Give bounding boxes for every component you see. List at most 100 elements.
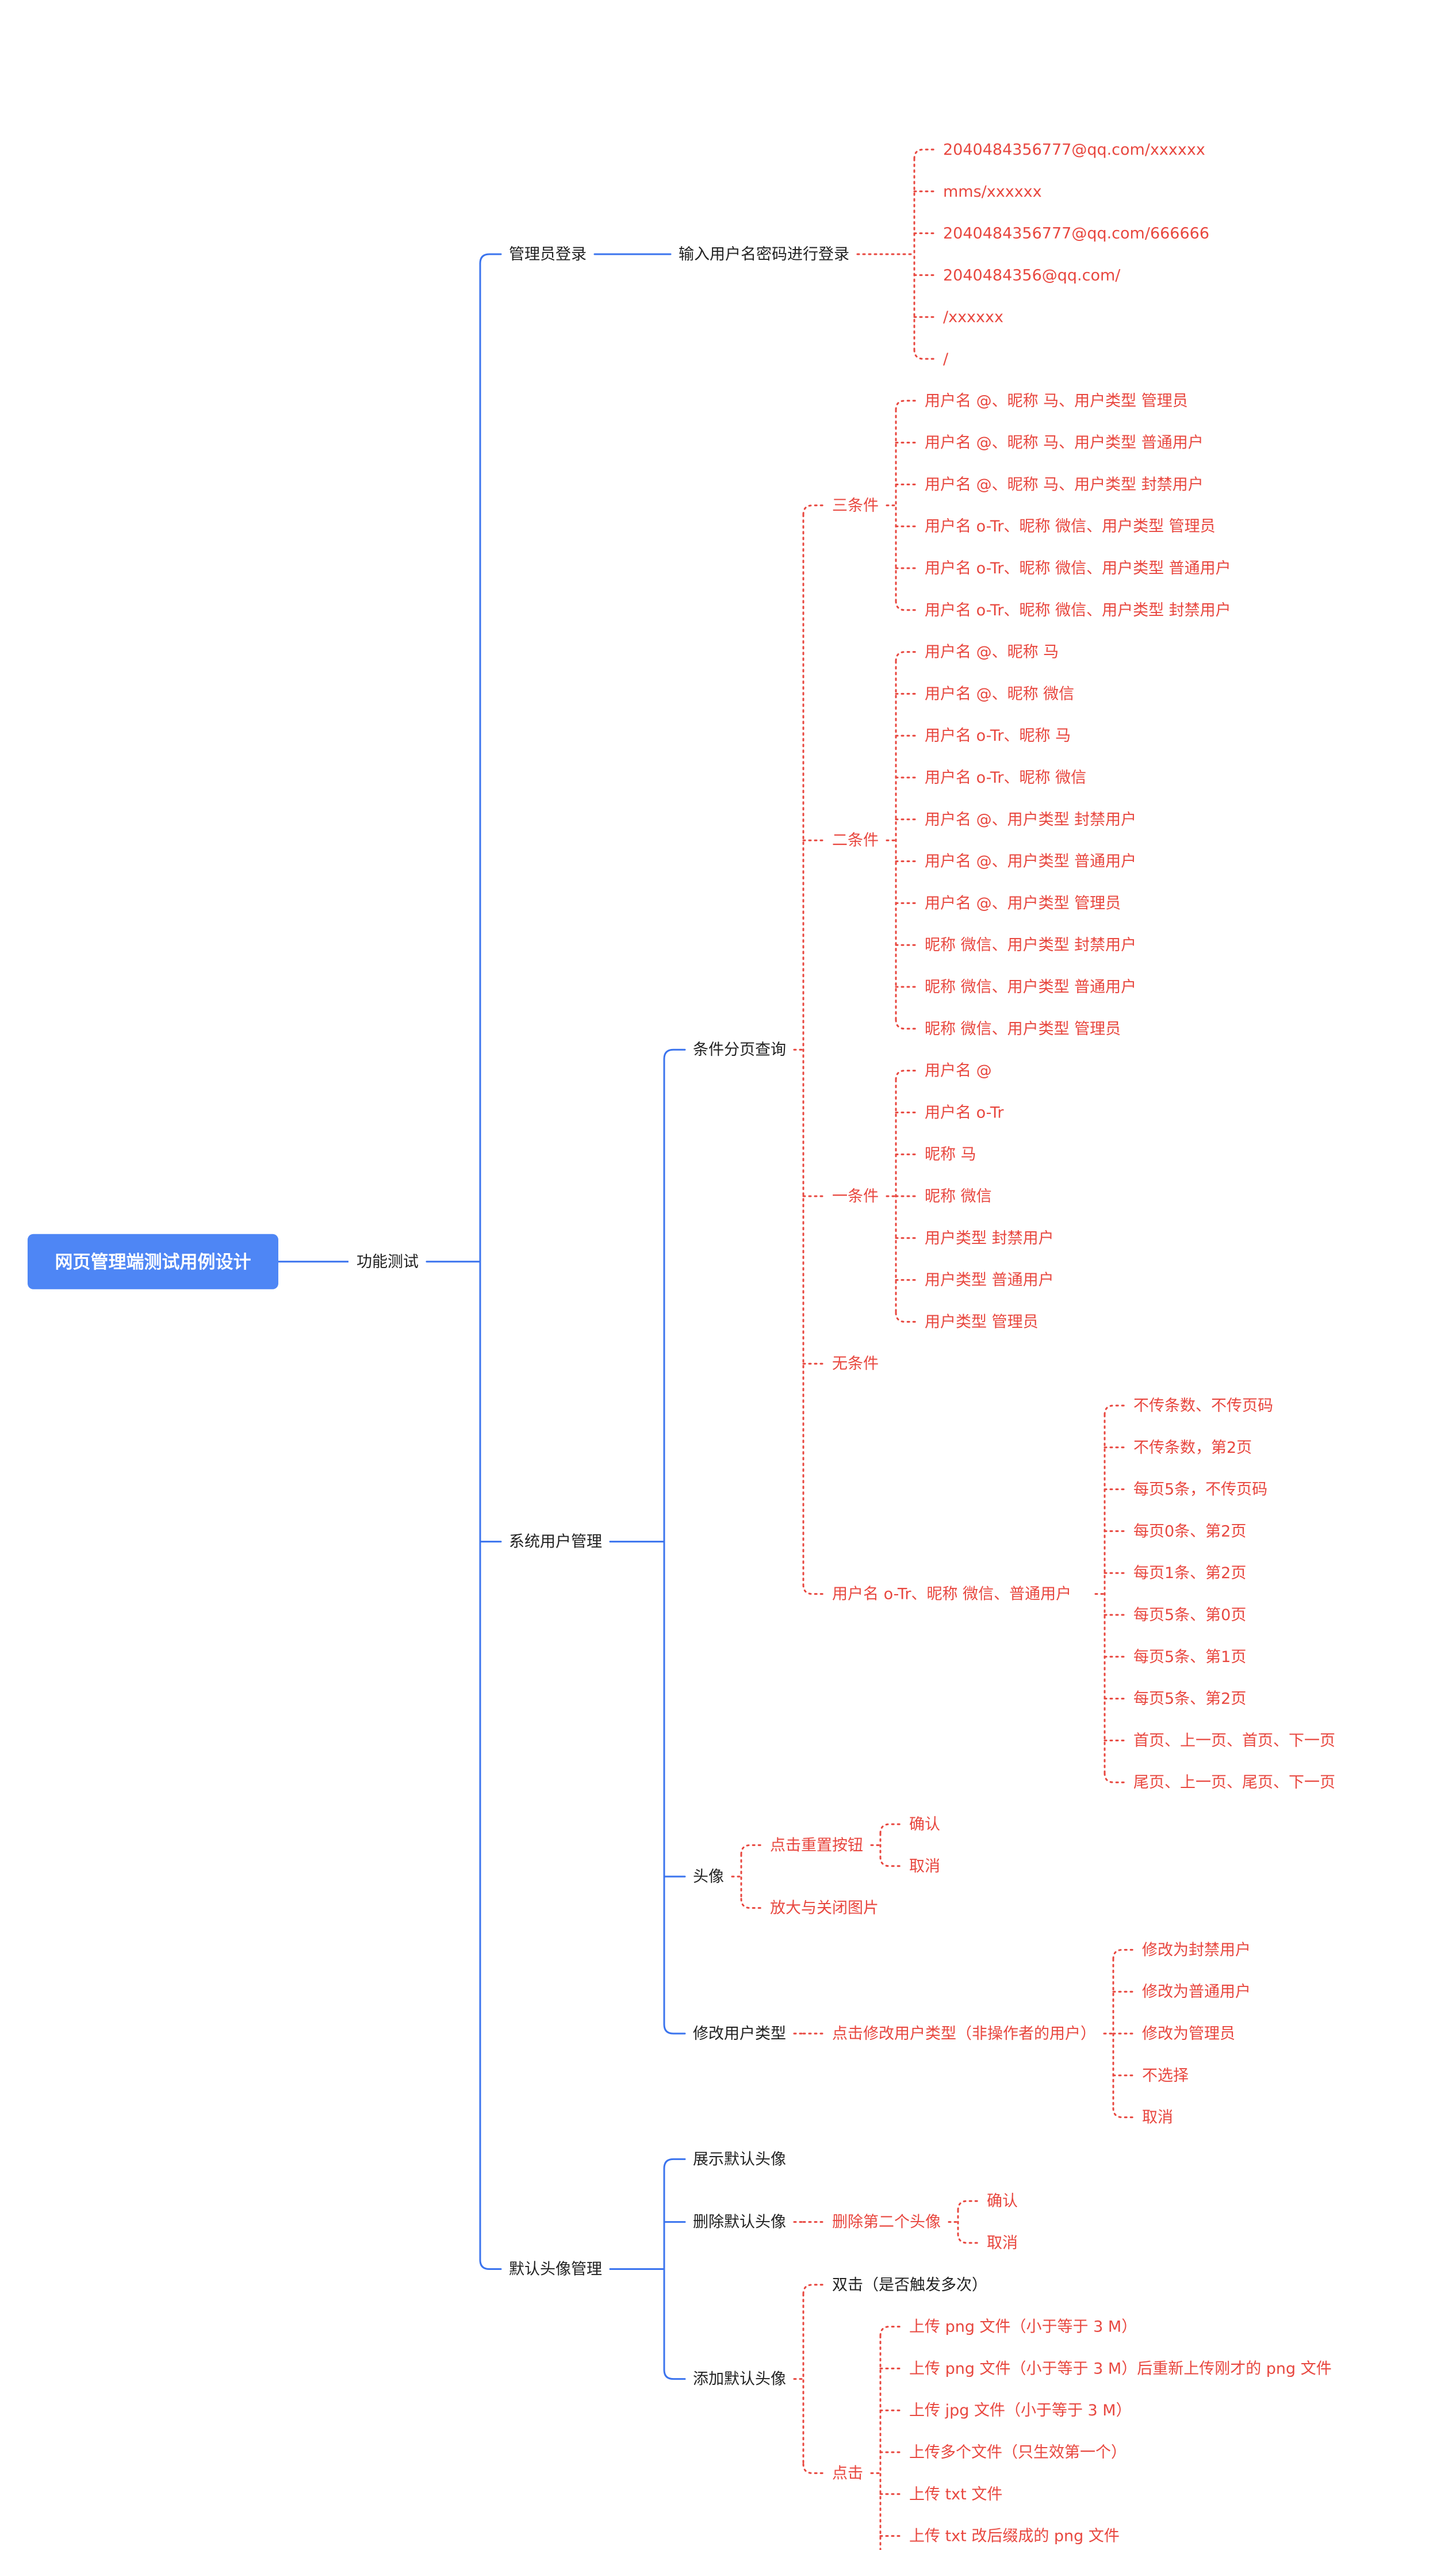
connector xyxy=(479,253,502,265)
node-label: / xyxy=(943,350,949,368)
node-label: 点击修改用户类型（非操作者的用户） xyxy=(832,2025,1096,2043)
connector xyxy=(1104,1404,1127,1416)
connector-lines xyxy=(278,148,1135,2550)
node-label: 用户名 @、昵称 马、用户类型 封禁用户 xyxy=(925,476,1204,493)
node-label: 点击重置按钮 xyxy=(770,1836,863,1854)
node-label: 尾页、上一页、尾页、下一页 xyxy=(1133,1774,1335,1791)
node-label: 用户名 o-Tr、昵称 微信、用户类型 封禁用户 xyxy=(925,602,1231,619)
node-label: 用户名 o-Tr、昵称 微信 xyxy=(925,769,1086,787)
node-label: 用户名 @、昵称 马 xyxy=(925,644,1059,661)
node-label: 昵称 微信 xyxy=(925,1188,992,1205)
node-label: 用户名 @、用户类型 普通用户 xyxy=(925,853,1136,871)
node-label: 修改为管理员 xyxy=(1142,2025,1235,2043)
node-label: 头像 xyxy=(693,1868,724,1886)
connector xyxy=(802,504,825,516)
node-label: 管理员登录 xyxy=(509,246,587,263)
node-label: 用户名 o-Tr xyxy=(925,1104,1004,1121)
node-label: 系统用户管理 xyxy=(509,1533,602,1551)
connector xyxy=(1112,1948,1135,1960)
node-label: 每页5条、第1页 xyxy=(1133,1648,1246,1666)
connector xyxy=(895,1019,918,1030)
connector xyxy=(1104,1772,1127,1783)
node-label: 用户名 @、昵称 微信 xyxy=(925,685,1074,703)
node-label: 首页、上一页、首页、下一页 xyxy=(1133,1732,1335,1749)
node-label: 2040484356777@qq.com/xxxxxx xyxy=(943,141,1205,159)
node-label: 用户类型 封禁用户 xyxy=(925,1230,1054,1247)
node-label: 一条件 xyxy=(832,1188,879,1205)
node-label: 用户名 o-Tr、昵称 微信、普通用户 xyxy=(832,1586,1071,1603)
node-label: 每页1条、第2页 xyxy=(1133,1564,1246,1582)
node-label: 条件分页查询 xyxy=(693,1041,786,1059)
node-label: 用户类型 普通用户 xyxy=(925,1272,1054,1289)
node-label: 用户名 @、用户类型 管理员 xyxy=(925,894,1121,912)
connector xyxy=(740,1898,763,1909)
node-label: 确认 xyxy=(987,2192,1018,2210)
node-label: 2040484356777@qq.com/666666 xyxy=(943,225,1209,243)
node-label: 用户名 @、昵称 马、用户类型 管理员 xyxy=(925,392,1188,410)
node-label: mms/xxxxxx xyxy=(943,183,1042,201)
connector xyxy=(663,2023,686,2035)
connector xyxy=(957,2200,980,2211)
connector xyxy=(802,1584,825,1595)
node-label: 不传条数、不传页码 xyxy=(1133,1397,1273,1415)
connector xyxy=(663,1048,686,1060)
connector xyxy=(895,651,918,663)
node-label: 昵称 微信、用户类型 封禁用户 xyxy=(925,936,1136,954)
node-label: 昵称 微信、用户类型 普通用户 xyxy=(925,978,1136,996)
connector xyxy=(1112,2107,1135,2119)
connector xyxy=(913,349,936,360)
node-label: 双击（是否触发多次） xyxy=(832,2276,987,2294)
node-label: 用户名 @ xyxy=(925,1062,992,1080)
node-label: 三条件 xyxy=(832,497,879,515)
connector xyxy=(895,600,918,611)
node-label: 点击 xyxy=(832,2464,863,2482)
node-label: 修改为封禁用户 xyxy=(1142,1941,1251,1959)
node-label: 确认 xyxy=(909,1816,940,1833)
node-label: 无条件 xyxy=(832,1355,879,1373)
node-label: 默认头像管理 xyxy=(509,2261,602,2279)
connector xyxy=(740,1844,763,1855)
connector xyxy=(879,2326,902,2337)
node-label: 上传 png 文件（小于等于 3 M） xyxy=(909,2318,1137,2336)
connector xyxy=(895,1311,918,1323)
connector xyxy=(879,1823,902,1835)
node-label: 昵称 微信、用户类型 管理员 xyxy=(925,1020,1121,1038)
node-label: 不选择 xyxy=(1142,2067,1189,2085)
connector xyxy=(895,1070,918,1081)
connector xyxy=(802,2284,825,2295)
node-label: 用户名 @、用户类型 封禁用户 xyxy=(925,811,1136,829)
node-label: 展示默认头像 xyxy=(693,2150,786,2168)
connector xyxy=(895,400,918,411)
node-label: 用户名 o-Tr、昵称 微信、用户类型 普通用户 xyxy=(925,560,1231,577)
root-node-label: 网页管理端测试用例设计 xyxy=(55,1252,251,1273)
node-label: 上传多个文件（只生效第一个） xyxy=(909,2444,1127,2461)
node-labels: 网页管理端测试用例设计 功能测试 管理员登录 输入用户名密码进行登录 204048435… xyxy=(28,141,1335,2545)
node-label: 上传 png 文件（小于等于 3 M）后重新上传刚才的 png 文件 xyxy=(909,2360,1332,2377)
node-label: 昵称 马 xyxy=(925,1146,976,1163)
node-label: 输入用户名密码进行登录 xyxy=(679,246,849,263)
node-label: 功能测试 xyxy=(357,1253,419,1271)
node-label: 每页5条、第0页 xyxy=(1133,1606,1246,1624)
node-label: 用户名 @、昵称 马、用户类型 普通用户 xyxy=(925,434,1204,452)
node-label: 上传 jpg 文件（小于等于 3 M） xyxy=(909,2402,1132,2419)
node-label: 2040484356@qq.com/ xyxy=(943,266,1121,284)
node-label: 上传 txt 文件 xyxy=(909,2486,1002,2503)
connector xyxy=(663,2369,686,2380)
node-label: 放大与关闭图片 xyxy=(770,1900,879,1917)
node-label: 用户名 o-Tr、昵称 微信、用户类型 管理员 xyxy=(925,518,1216,535)
node-label: /xxxxxx xyxy=(943,308,1003,326)
node-label: 每页0条、第2页 xyxy=(1133,1522,1246,1540)
node-label: 每页5条，不传页码 xyxy=(1133,1481,1267,1499)
node-label: 添加默认头像 xyxy=(693,2371,786,2388)
node-label: 删除默认头像 xyxy=(693,2214,786,2231)
root-node xyxy=(28,1234,278,1289)
node-label: 取消 xyxy=(1142,2109,1173,2127)
node-label: 用户名 o-Tr、昵称 马 xyxy=(925,727,1071,745)
connector xyxy=(913,148,936,160)
node-label: 取消 xyxy=(987,2234,1018,2252)
connector xyxy=(479,2259,502,2270)
connector xyxy=(879,1856,902,1867)
node-label: 修改用户类型 xyxy=(693,2025,786,2043)
connector xyxy=(663,2158,686,2169)
